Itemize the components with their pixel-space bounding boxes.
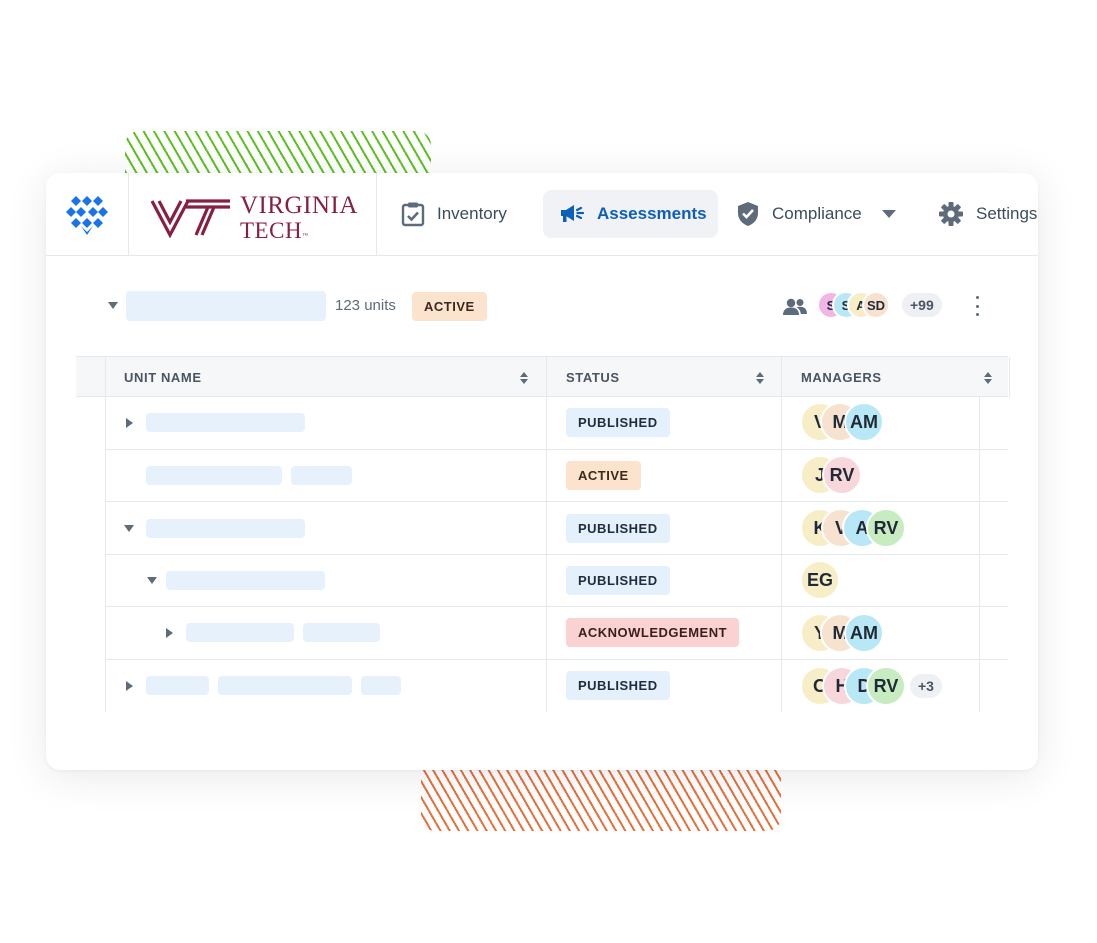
column-header-unit-name[interactable]: UNIT NAME [124, 370, 202, 385]
shield-check-icon [738, 202, 758, 226]
nav-compliance[interactable]: Compliance [720, 190, 914, 238]
unit-name-placeholder [166, 571, 325, 590]
sort-icon[interactable] [520, 372, 528, 384]
top-nav: VIRGINIA TECH™ Inventory Assessments [46, 173, 1038, 256]
members-more-count[interactable]: +99 [902, 293, 942, 317]
status-badge: PUBLISHED [566, 408, 670, 437]
status-badge: ACTIVE [566, 461, 641, 490]
unit-name-placeholder [146, 413, 305, 432]
unit-name-placeholder [146, 519, 305, 538]
org-name-line2: TECH [240, 218, 303, 243]
sort-icon[interactable] [756, 372, 764, 384]
manager-avatar[interactable]: RV [866, 666, 906, 706]
nav-settings-label: Settings [976, 204, 1038, 223]
chevron-down-icon[interactable] [880, 209, 898, 219]
column-divider [105, 357, 106, 398]
manager-avatar[interactable]: AM [844, 402, 884, 442]
expand-caret-icon[interactable] [166, 628, 173, 638]
nav-assessments[interactable]: Assessments [543, 190, 718, 238]
clipboard-check-icon [401, 202, 425, 227]
unit-name-placeholder [361, 676, 401, 695]
megaphone-icon [561, 205, 585, 222]
app-window: VIRGINIA TECH™ Inventory Assessments [46, 173, 1038, 770]
app-logo-icon[interactable] [66, 195, 108, 235]
project-name-placeholder[interactable] [126, 291, 326, 321]
decorative-hatch-orange [421, 760, 781, 831]
column-divider [546, 357, 547, 398]
gear-icon [939, 202, 963, 226]
manager-avatar[interactable]: RV [822, 455, 862, 495]
nav-divider [376, 173, 377, 256]
manager-avatar[interactable]: AM [844, 613, 884, 653]
row-divider [106, 501, 1008, 502]
nav-compliance-label: Compliance [772, 204, 862, 223]
vt-logo-mark-icon [150, 198, 230, 238]
unit-name-placeholder [303, 623, 380, 642]
unit-name-placeholder [146, 676, 209, 695]
nav-divider [128, 173, 129, 256]
status-badge: PUBLISHED [566, 514, 670, 543]
team-icon [783, 298, 807, 315]
sort-icon[interactable] [984, 372, 992, 384]
expand-caret-icon[interactable] [126, 418, 133, 428]
unit-name-placeholder [186, 623, 294, 642]
unit-name-placeholder [291, 466, 352, 485]
unit-count: 123 units [335, 297, 396, 314]
row-divider [106, 449, 1008, 450]
collapse-caret-icon[interactable] [147, 577, 157, 584]
org-logo: VIRGINIA TECH™ [150, 193, 358, 242]
row-divider [106, 606, 1008, 607]
status-badge: PUBLISHED [566, 671, 670, 700]
column-header-managers[interactable]: MANAGERS [801, 370, 882, 385]
member-avatar[interactable]: SD [862, 291, 890, 319]
column-divider [1009, 357, 1010, 398]
nav-inventory[interactable]: Inventory [385, 190, 523, 238]
nav-settings[interactable]: Settings [922, 190, 1038, 238]
column-divider [781, 357, 782, 398]
column-divider [105, 397, 106, 712]
project-status-badge: ACTIVE [412, 292, 487, 321]
more-options-icon[interactable] [974, 296, 980, 316]
table-header: UNIT NAME STATUS MANAGERS [76, 356, 1010, 398]
managers-more-count[interactable]: +3 [910, 674, 942, 698]
row-divider [106, 554, 1008, 555]
unit-name-placeholder [218, 676, 352, 695]
column-header-status[interactable]: STATUS [566, 370, 620, 385]
manager-avatar[interactable]: EG [800, 560, 840, 600]
collapse-caret-icon[interactable] [108, 302, 118, 309]
nav-inventory-label: Inventory [437, 204, 507, 223]
expand-caret-icon[interactable] [126, 681, 133, 691]
status-badge: PUBLISHED [566, 566, 670, 595]
unit-name-placeholder [146, 466, 282, 485]
nav-assessments-label: Assessments [597, 204, 707, 223]
row-divider [106, 659, 1008, 660]
status-badge: ACKNOWLEDGEMENT [566, 618, 740, 647]
org-name-line1: VIRGINIA [240, 192, 358, 219]
collapse-caret-icon[interactable] [124, 525, 134, 532]
manager-avatar[interactable]: RV [866, 508, 906, 548]
org-name: VIRGINIA TECH™ [240, 192, 358, 243]
